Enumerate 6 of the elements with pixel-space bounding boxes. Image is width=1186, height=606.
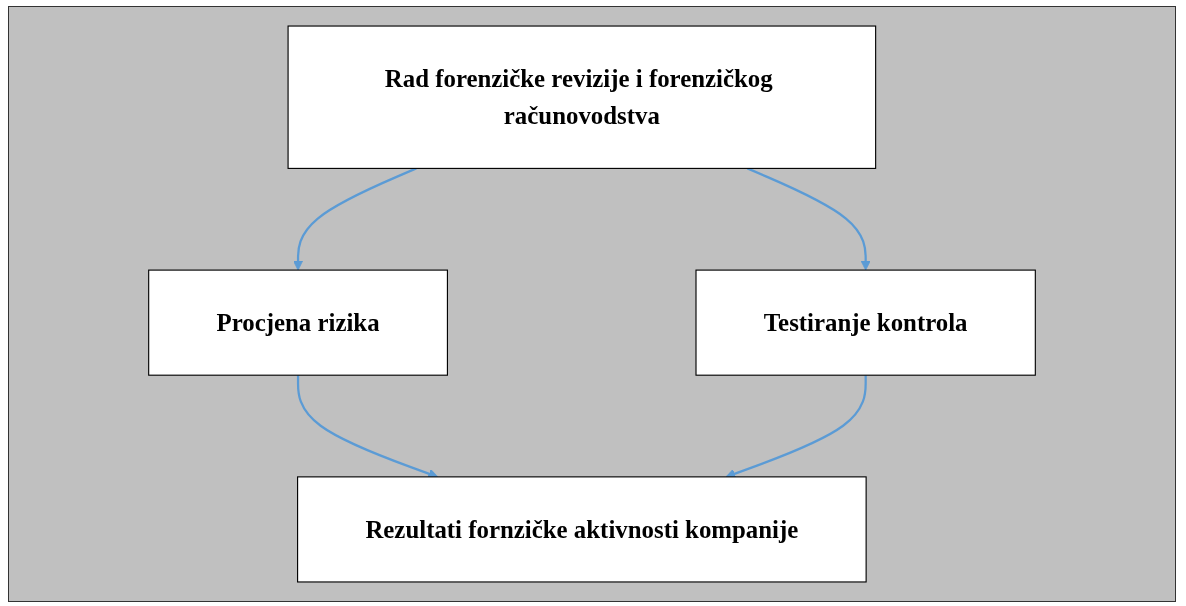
node-box: Rezultati fornzičke aktivnosti kompanije [297,476,867,583]
arrow [293,167,417,271]
node-box: Testiranje kontrola [695,269,1036,376]
node-box: Rad forenzičke revizije i forenzičkog računovodstva [287,25,877,169]
arrow [746,167,871,271]
node-box: Procjena rizika [148,269,448,376]
